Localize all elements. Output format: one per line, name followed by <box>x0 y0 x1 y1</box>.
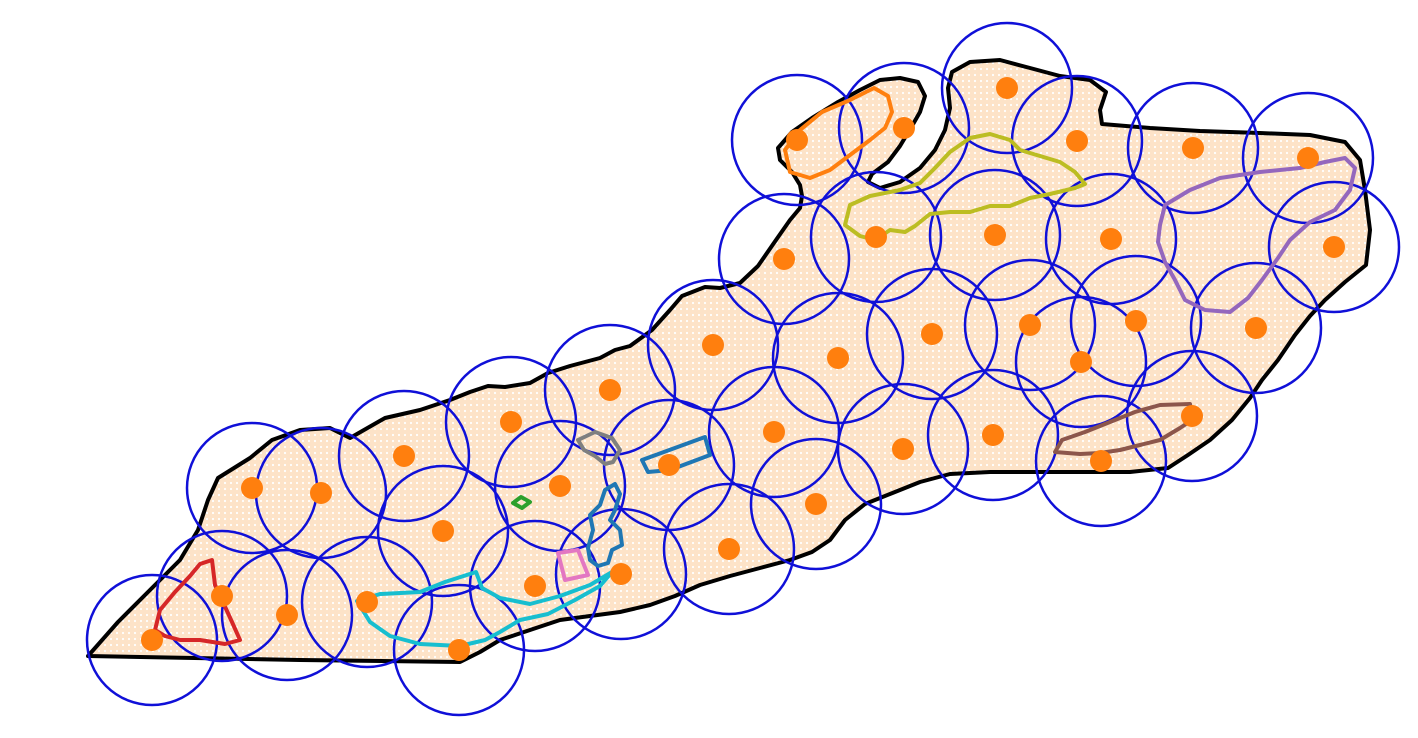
coverage-circle <box>926 368 1060 502</box>
center-point <box>763 421 785 443</box>
coverage-circle <box>771 291 905 425</box>
center-point <box>599 379 621 401</box>
center-point <box>1090 450 1112 472</box>
center-point <box>718 538 740 560</box>
coverage-circle <box>836 382 970 516</box>
coverage-circle <box>928 168 1062 302</box>
subregion-red-outline <box>153 558 242 646</box>
coverage-circle <box>1267 180 1401 314</box>
coverage-circle <box>155 529 289 663</box>
coverage-circle <box>220 548 354 682</box>
subregion-purple-outline <box>1156 156 1357 314</box>
coverage-circle <box>749 437 883 571</box>
center-point <box>211 585 233 607</box>
coverage-circle <box>376 464 510 598</box>
center-point <box>1245 317 1267 339</box>
center-point <box>448 639 470 661</box>
center-point <box>549 475 571 497</box>
coverage-circle <box>1126 81 1260 215</box>
subregion-cyan-outline <box>355 570 614 648</box>
subregion-gray-outline <box>576 430 622 466</box>
center-point <box>1066 130 1088 152</box>
coverage-circle <box>730 73 864 207</box>
center-point <box>982 424 1004 446</box>
coverage-circle <box>300 535 434 669</box>
center-point <box>1323 236 1345 258</box>
coverage-circle <box>1189 261 1323 395</box>
center-point <box>1019 314 1041 336</box>
center-point <box>1125 310 1147 332</box>
center-point <box>241 477 263 499</box>
region-layer <box>86 58 1372 664</box>
center-point <box>356 591 378 613</box>
subregion-blue-a-outline <box>640 435 712 474</box>
center-point <box>141 629 163 651</box>
subregion-layer <box>153 86 1357 648</box>
coverage-circle <box>1044 172 1178 306</box>
center-point <box>310 482 332 504</box>
center-point <box>1297 147 1319 169</box>
coverage-circle <box>662 482 796 616</box>
center-point <box>865 226 887 248</box>
center-point <box>893 117 915 139</box>
center-point <box>432 520 454 542</box>
center-point <box>786 129 808 151</box>
center-point <box>1100 228 1122 250</box>
subregion-orange-outline <box>783 86 894 180</box>
center-point-layer <box>141 77 1345 661</box>
center-point <box>805 493 827 515</box>
center-point <box>892 438 914 460</box>
coverage-circle <box>837 61 971 195</box>
center-point <box>984 224 1006 246</box>
coverage-circle <box>940 21 1074 155</box>
subregion-green-outline <box>511 495 532 510</box>
center-point <box>773 248 795 270</box>
center-point <box>393 445 415 467</box>
center-point <box>827 347 849 369</box>
coverage-circle <box>85 573 219 707</box>
center-point <box>276 604 298 626</box>
coverage-circle <box>1069 254 1203 388</box>
coverage-circle <box>543 323 677 457</box>
region-outline <box>86 58 1372 664</box>
center-point <box>1070 351 1092 373</box>
coverage-circle <box>963 258 1097 392</box>
center-point <box>524 575 546 597</box>
coverage-circle <box>337 389 471 523</box>
coverage-circle <box>809 170 943 304</box>
coverage-circle <box>1034 394 1168 528</box>
center-point <box>658 454 680 476</box>
subregion-olive-outline <box>843 132 1087 242</box>
center-point <box>610 563 632 585</box>
center-point <box>921 323 943 345</box>
center-point <box>1182 137 1204 159</box>
center-point <box>500 411 522 433</box>
subregion-blue-b-outline <box>586 482 624 568</box>
center-point <box>996 77 1018 99</box>
center-point <box>702 334 724 356</box>
center-point <box>1181 405 1203 427</box>
coverage-circle <box>717 192 851 326</box>
subregion-pink-outline <box>556 548 590 582</box>
